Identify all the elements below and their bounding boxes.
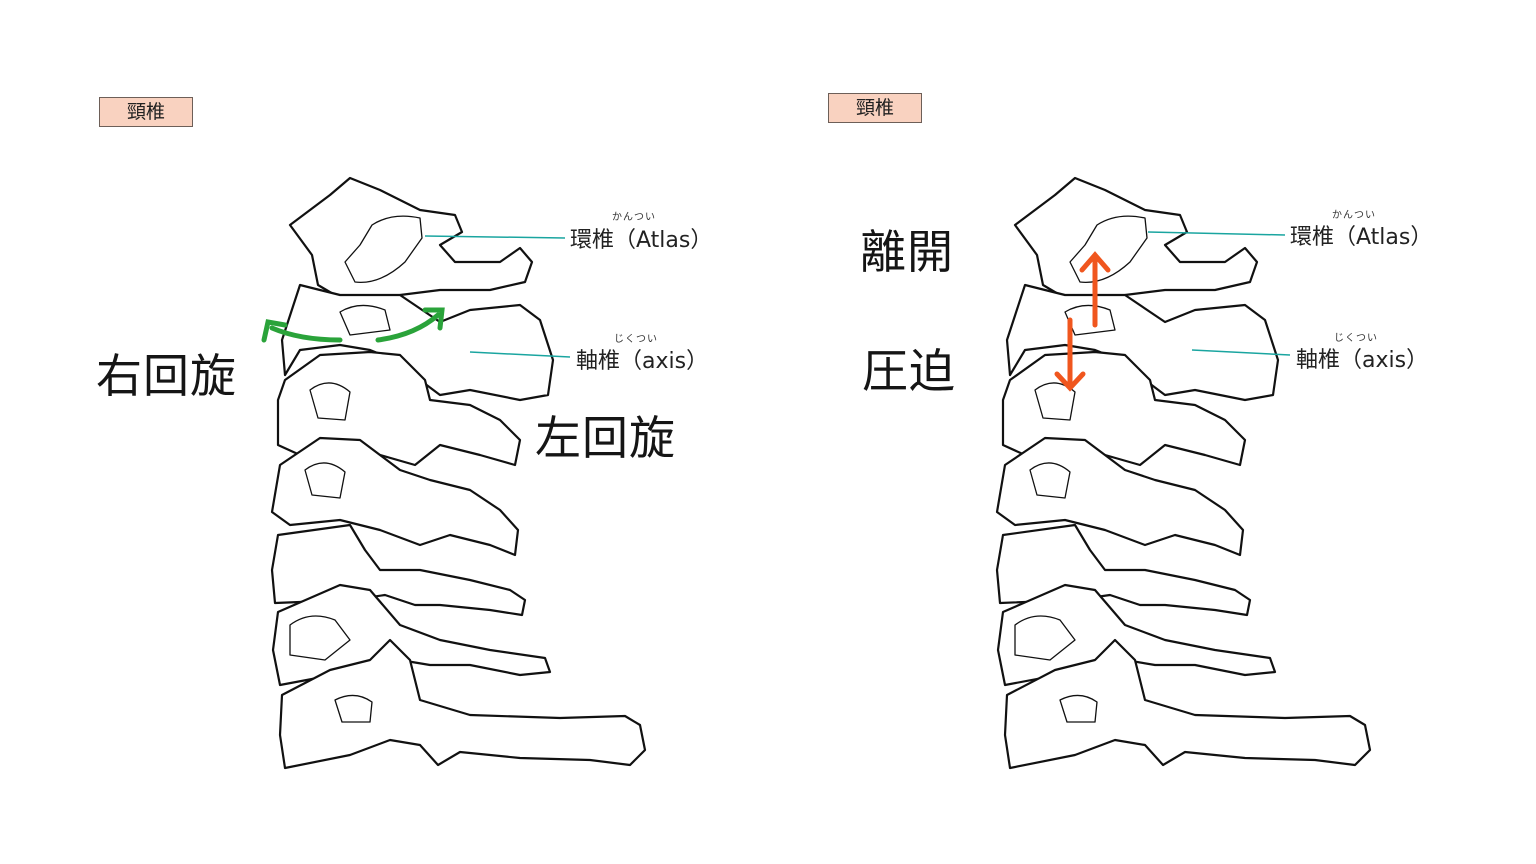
cervical-tag-left: 頸椎 [99,97,193,127]
cervical-tag-right: 頸椎 [828,93,922,123]
atlas-leader-left [424,235,566,239]
axis-leader-left [469,351,571,358]
spine-right [995,176,1372,770]
spine-left [270,176,647,770]
compression-label: 圧迫 [862,344,956,398]
right-rotation-arrow-icon [269,325,343,343]
atlas-label-left: 環椎（Atlas） [570,228,713,253]
distraction-compression-arrows [1054,251,1111,392]
axis-leader-right [1191,349,1291,356]
axis-label-left: 軸椎（axis） [576,349,709,374]
axis-ruby-left: じくつい [614,334,658,345]
atlas-label-right: 環椎（Atlas） [1290,225,1433,250]
right-rotation-label: 右回旋 [96,349,237,403]
atlas-ruby-left: かんつい [612,212,656,223]
axis-label-right: 軸椎（axis） [1296,348,1429,373]
left-rotation-arrow-icon [375,312,441,343]
separation-label: 離開 [860,225,954,279]
atlas-leader-right [1147,231,1286,236]
atlas-ruby-right: かんつい [1332,210,1376,221]
rotation-arrows [261,307,445,343]
axis-ruby-right: じくつい [1334,333,1378,344]
left-rotation-label: 左回旋 [535,411,676,465]
